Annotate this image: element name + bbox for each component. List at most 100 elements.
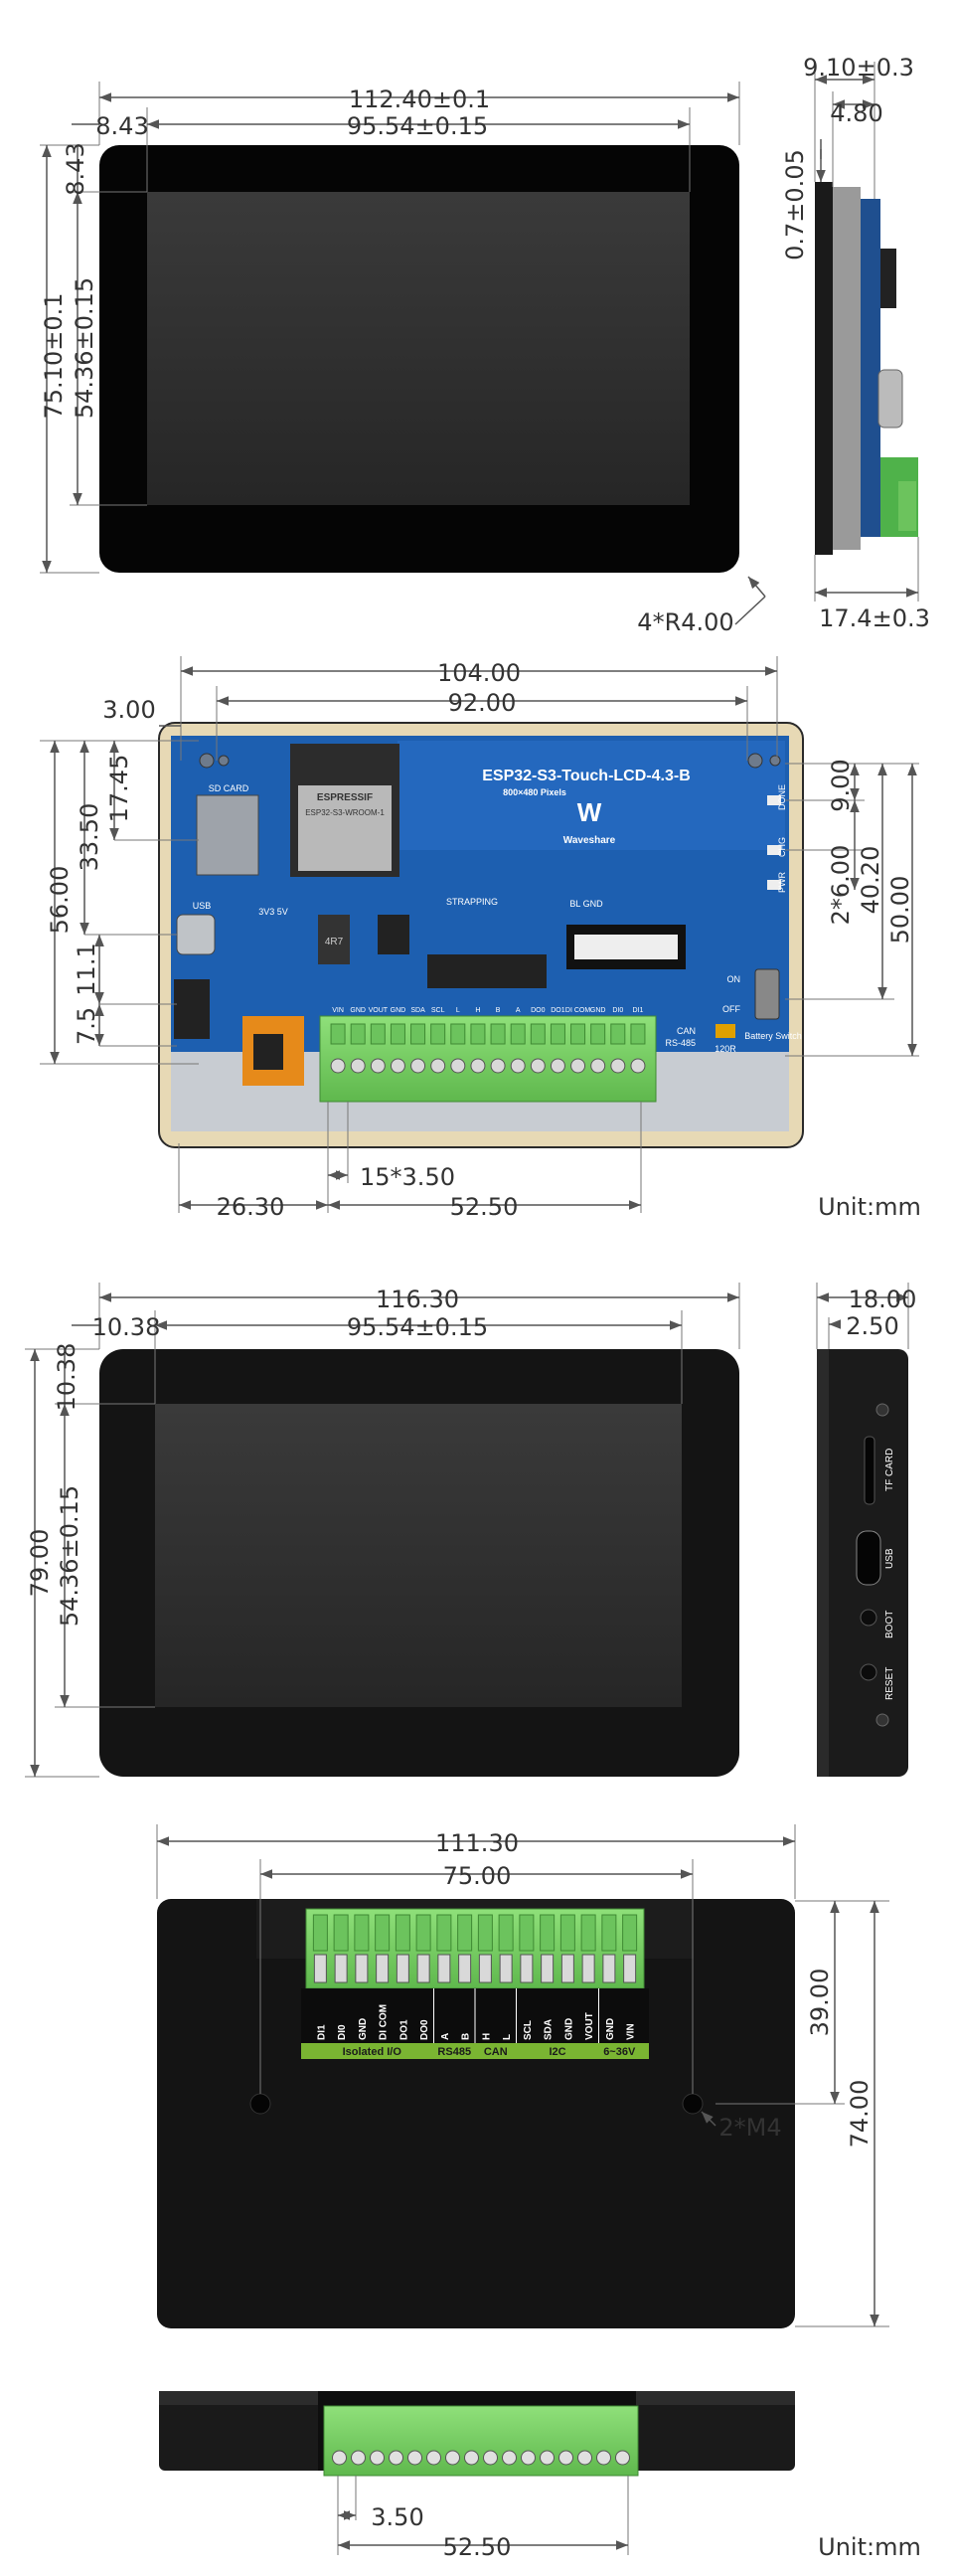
dim-corner-radius: 4*R4.00	[637, 608, 733, 636]
terminal-screw-head[interactable]	[558, 2450, 573, 2466]
terminal-screw[interactable]	[370, 1058, 386, 1074]
terminal-screw[interactable]	[570, 1058, 586, 1074]
terminal-screw[interactable]	[330, 1058, 346, 1074]
terminal-label: VOUT	[584, 2012, 595, 2040]
terminal-slot	[490, 1023, 506, 1045]
section5-bottom-view: 3.50 52.50 Unit:mm	[159, 2391, 921, 2561]
terminal-slot	[580, 1914, 596, 1952]
dim-side-total: 9.10±0.3	[803, 54, 914, 82]
sd-card-slot	[196, 794, 259, 876]
terminal-screw[interactable]	[541, 1954, 555, 1983]
section2-pcb-view: ESPRESSIF ESP32-S3-WROOM-1 SD CARD USB 3…	[40, 656, 921, 1221]
dim-left-33: 33.50	[76, 803, 103, 872]
resistor-label: 120R	[715, 1044, 736, 1054]
terminal-screw[interactable]	[355, 1954, 369, 1983]
terminal-label: DO1	[398, 2019, 409, 2040]
terminal-screw[interactable]	[416, 1954, 430, 1983]
terminal-slot	[415, 1914, 431, 1952]
terminal-screw[interactable]	[470, 1058, 486, 1074]
terminal-screw[interactable]	[510, 1058, 526, 1074]
terminal-slot	[333, 1914, 349, 1952]
terminal-screw-head[interactable]	[407, 2450, 422, 2466]
terminal-screw[interactable]	[490, 1058, 506, 1074]
terminal-screw[interactable]	[350, 1058, 366, 1074]
terminal-screw[interactable]	[437, 1954, 451, 1983]
terminal-screw[interactable]	[334, 1954, 348, 1983]
terminal-screw[interactable]	[430, 1058, 446, 1074]
terminal-screw[interactable]	[602, 1954, 616, 1983]
usb-label: USB	[193, 901, 212, 911]
terminal-slot	[530, 1023, 546, 1045]
terminal-screw-head[interactable]	[332, 2450, 347, 2466]
dim-left-7: 7.5	[73, 1007, 100, 1045]
terminal-screw-head[interactable]	[445, 2450, 460, 2466]
chip-model: ESP32-S3-WROOM-1	[305, 808, 385, 817]
terminal-slot	[477, 1914, 493, 1952]
terminal-screw-head[interactable]	[351, 2450, 366, 2466]
battery-switch	[754, 968, 780, 1020]
terminal-screw[interactable]	[560, 1954, 574, 1983]
terminal-slot	[312, 1914, 328, 1952]
terminal-screw-head[interactable]	[577, 2450, 592, 2466]
terminal-screw[interactable]	[410, 1058, 426, 1074]
terminal-screw[interactable]	[458, 1954, 472, 1983]
terminal-screw-head[interactable]	[483, 2450, 498, 2466]
terminal-slot	[470, 1023, 486, 1045]
terminal-screw[interactable]	[376, 1954, 390, 1983]
terminal-screw[interactable]	[590, 1058, 606, 1074]
terminal-label: GND	[563, 2018, 574, 2040]
dim-width-outer: 112.40±0.1	[349, 86, 490, 113]
terminal-screw[interactable]	[450, 1058, 466, 1074]
terminal-screw-head[interactable]	[540, 2450, 555, 2466]
terminal-screw-head[interactable]	[521, 2450, 536, 2466]
terminal-screw[interactable]	[313, 1954, 327, 1983]
bl-gnd-label: BL GND	[569, 899, 603, 909]
terminal-screw[interactable]	[550, 1058, 565, 1074]
sd-label: SD CARD	[209, 783, 249, 793]
terminal-slot	[610, 1023, 626, 1045]
dim-left-56: 56.00	[46, 866, 74, 935]
terminal-screw[interactable]	[623, 1954, 637, 1983]
terminal-screw-head[interactable]	[370, 2450, 385, 2466]
terminal-screw[interactable]	[610, 1058, 626, 1074]
dim-enc-side-offset: 2.50	[846, 1312, 898, 1340]
chg-label: CHG	[777, 837, 787, 857]
terminal-screw-head[interactable]	[426, 2450, 441, 2466]
terminal-screw[interactable]	[499, 1954, 513, 1983]
terminal-screw-head[interactable]	[615, 2450, 630, 2466]
terminal-screw[interactable]	[581, 1954, 595, 1983]
dim-enc-margin-left: 10.38	[92, 1313, 161, 1341]
dim-margin-left: 8.43	[95, 112, 148, 140]
terminal-slot	[519, 1914, 535, 1952]
terminal-slot	[559, 1914, 575, 1952]
terminal-screw[interactable]	[396, 1954, 409, 1983]
terminal-screw[interactable]	[520, 1954, 534, 1983]
pcb-terminal-block	[319, 1015, 657, 1103]
usb-c-port	[176, 914, 216, 955]
pin-label: SDA	[410, 1007, 425, 1014]
pin-label: DO1	[551, 1007, 565, 1014]
terminal-slot	[390, 1023, 405, 1045]
terminal-slot	[375, 1914, 391, 1952]
dim-hole-inner: 92.00	[448, 689, 517, 717]
terminal-screw[interactable]	[478, 1954, 492, 1983]
terminal-slot	[450, 1023, 466, 1045]
section3-enclosure-front: 116.30 95.54±0.15 10.38 10.38 79.00 54.3…	[25, 1283, 740, 1778]
terminal-screw[interactable]	[530, 1058, 546, 1074]
dim-mount: 2*M4	[718, 2114, 781, 2142]
terminal-screw-head[interactable]	[502, 2450, 517, 2466]
dim-bottom-span: 52.50	[450, 1193, 519, 1221]
dim-bottom-left: 26.30	[217, 1193, 285, 1221]
terminal-screw-head[interactable]	[596, 2450, 611, 2466]
pin-label: VOUT	[369, 1007, 389, 1014]
terminal-screw-head[interactable]	[389, 2450, 403, 2466]
enclosure-display	[155, 1404, 682, 1707]
terminal-screw[interactable]	[630, 1058, 646, 1074]
dim-pitch: 15*3.50	[360, 1163, 455, 1191]
terminal-screw[interactable]	[390, 1058, 405, 1074]
terminal-screw-head[interactable]	[464, 2450, 479, 2466]
dim-margin-top: 8.43	[62, 142, 89, 195]
pin-label: DI COM	[565, 1007, 590, 1014]
